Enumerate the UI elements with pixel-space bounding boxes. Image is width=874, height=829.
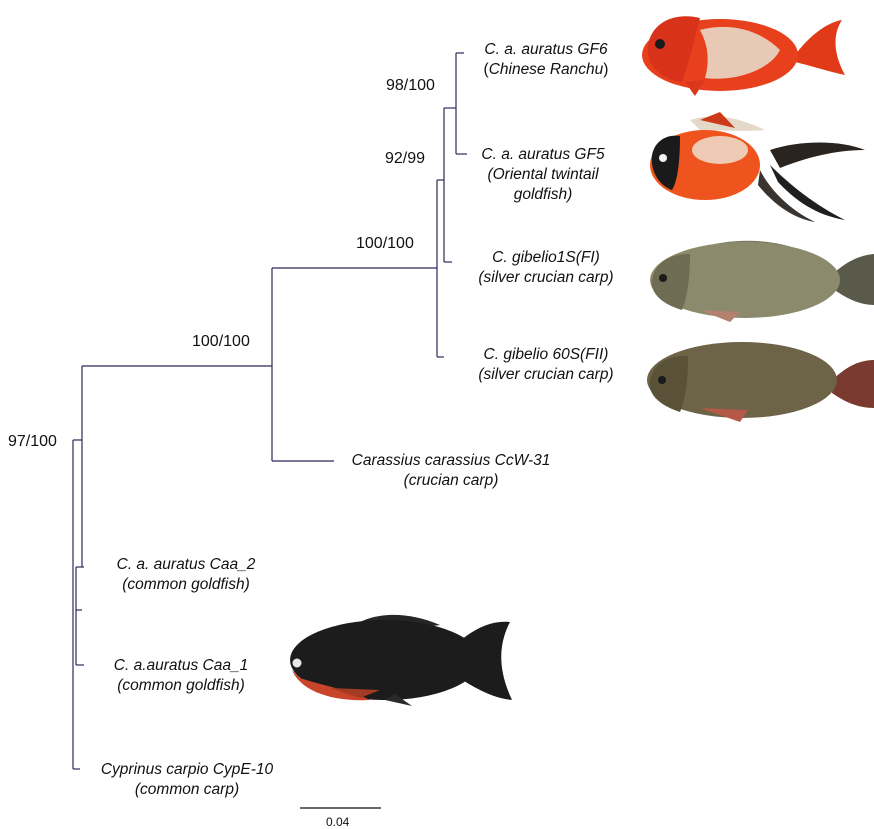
support-gf6-gf5: 98/100 [386,77,435,95]
taxon-common-name: (silver crucian carp) [456,268,636,288]
taxon-name: C. gibelio 60S(FII) [456,345,636,365]
taxon-common-name: (common goldfish) [86,575,286,595]
taxon-common-name: (common carp) [82,780,292,800]
oriental-twintail-goldfish-photo [650,112,865,222]
taxon-label-cype10: Cyprinus carpio CypE-10 (common carp) [82,760,292,800]
scale-bar-label: 0.04 [326,815,349,829]
taxon-common-name: (Chinese Ranchu) [466,60,626,80]
taxon-common-name: (Oriental twintail [468,165,618,185]
taxon-label-gf5: C. a. auratus GF5 (Oriental twintail gol… [468,145,618,205]
taxon-common-name: (silver crucian carp) [456,365,636,385]
taxon-name: Carassius carassius CcW-31 [336,451,566,471]
chinese-ranchu-goldfish-photo [642,16,845,96]
taxon-label-caa1: C. a.auratus Caa_1 (common goldfish) [86,656,276,696]
taxon-common-name: (crucian carp) [336,471,566,491]
taxon-name: C. gibelio1S(FI) [456,248,636,268]
black-common-goldfish-photo [290,615,512,706]
taxon-label-gib60s: C. gibelio 60S(FII) (silver crucian carp… [456,345,636,385]
taxon-label-gib1s: C. gibelio1S(FI) (silver crucian carp) [456,248,636,288]
taxon-name: C. a. auratus Caa_2 [86,555,286,575]
taxon-name: C. a. auratus GF6 [466,40,626,60]
taxon-label-caa2: C. a. auratus Caa_2 (common goldfish) [86,555,286,595]
taxon-label-gf6: C. a. auratus GF6 (Chinese Ranchu) [466,40,626,80]
support-gibelio-auratus-clade: 100/100 [356,235,414,253]
taxon-label-ccw31: Carassius carassius CcW-31 (crucian carp… [336,451,566,491]
support-root: 97/100 [8,433,57,451]
taxon-name: C. a.auratus Caa_1 [86,656,276,676]
support-carassius-clade: 100/100 [192,333,250,351]
silver-crucian-carp-photo [650,241,874,322]
support-gf-clade: 92/99 [385,150,425,168]
taxon-name: C. a. auratus GF5 [468,145,618,165]
taxon-common-name-cont: goldfish) [468,185,618,205]
silver-crucian-carp-dark-photo [647,342,874,422]
taxon-name: Cyprinus carpio CypE-10 [82,760,292,780]
taxon-common-name: (common goldfish) [86,676,276,696]
